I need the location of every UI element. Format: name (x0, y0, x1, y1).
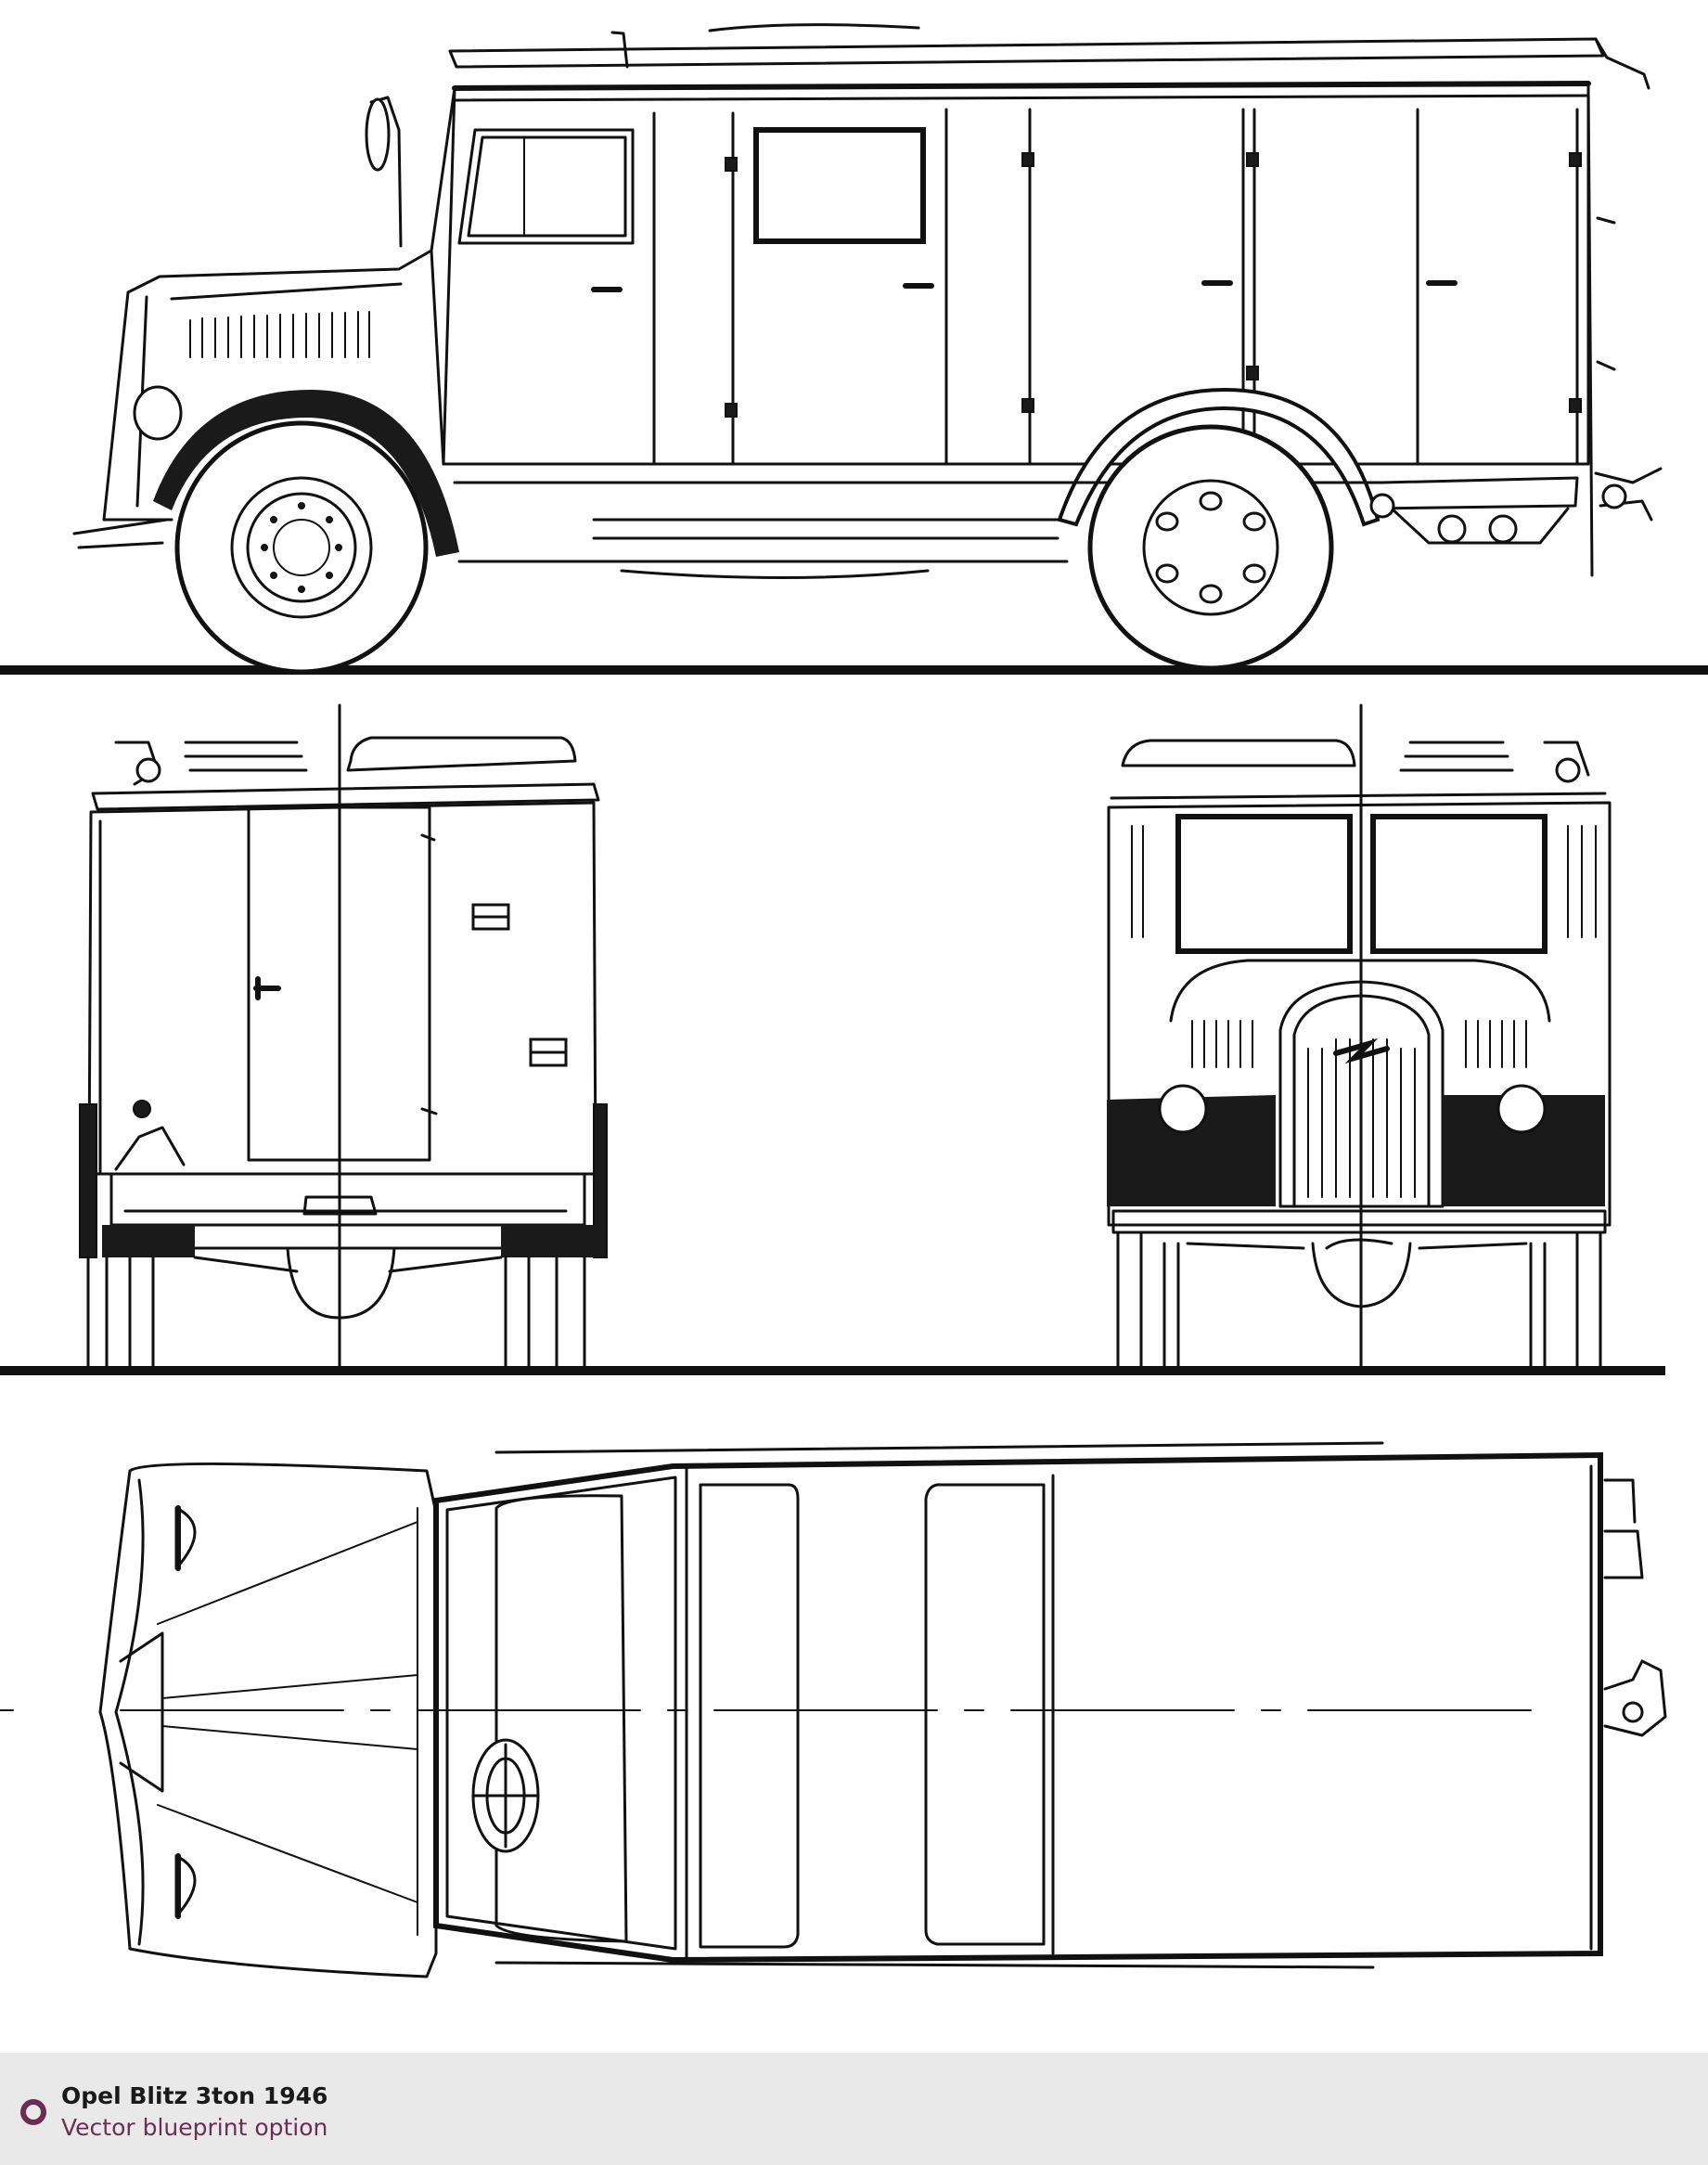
top-view (0, 1441, 1667, 1978)
blueprint-title: Opel Blitz 3ton 1946 (61, 2082, 328, 2109)
footer-bar: Opel Blitz 3ton 1946 Vector blueprint op… (0, 2053, 1708, 2165)
front-wheel (174, 420, 429, 675)
side-view (0, 23, 1708, 675)
rear-view (0, 703, 1665, 1375)
ring-icon (19, 2097, 48, 2127)
blueprint-drawing (0, 23, 1708, 1978)
front-view (1107, 703, 1612, 1371)
blueprint-subtitle[interactable]: Vector blueprint option (61, 2114, 328, 2141)
rear-wheel (1087, 424, 1334, 671)
